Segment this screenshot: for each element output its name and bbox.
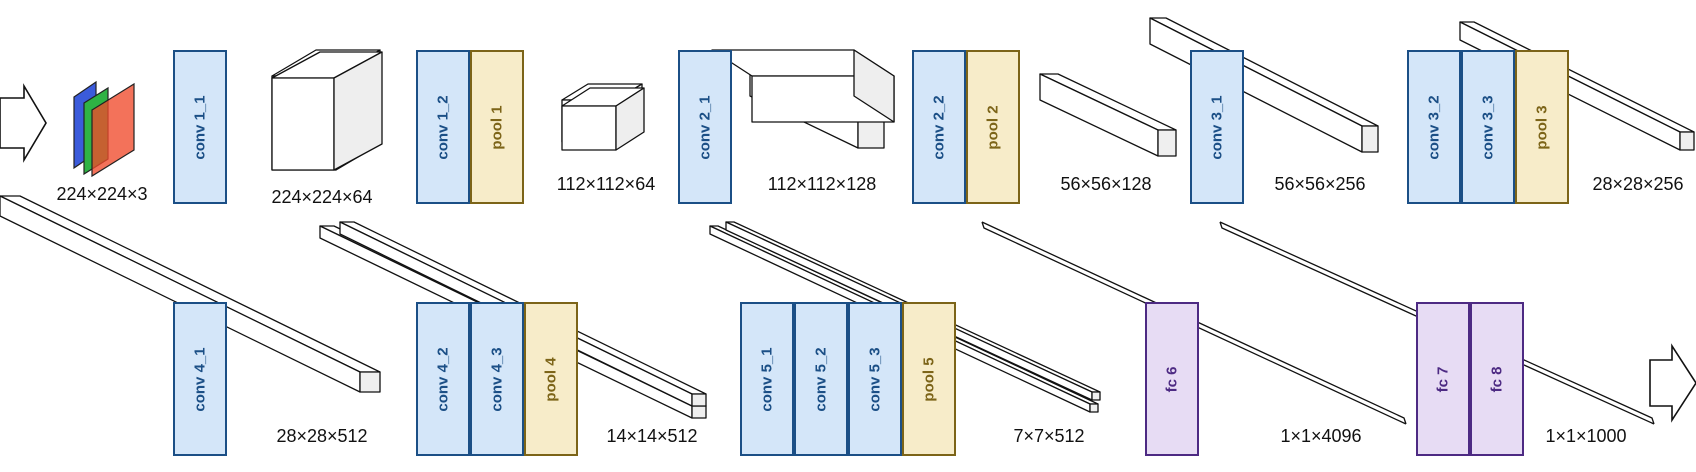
layer-label: fc 6 bbox=[1163, 366, 1181, 392]
feature-map-1x1x4096 bbox=[981, 221, 1407, 425]
feature-map-28x28x512 bbox=[0, 195, 381, 393]
layer-label: pool 2 bbox=[984, 104, 1002, 150]
feature-map-prisms bbox=[0, 17, 1695, 425]
feature-map-112x112x128 bbox=[711, 49, 895, 123]
layer-label: conv 5_2 bbox=[812, 346, 830, 412]
layer-conv-3-3: conv 3_3 bbox=[1461, 50, 1515, 204]
layer-label: pool 1 bbox=[488, 104, 506, 150]
dimension-label: 28×28×512 bbox=[276, 426, 368, 446]
feature-map-56x56x128 bbox=[1039, 73, 1177, 157]
dimension-label: 56×56×256 bbox=[1274, 174, 1366, 194]
layer-conv-3-2: conv 3_2 bbox=[1407, 50, 1461, 204]
layer-label: fc 8 bbox=[1488, 366, 1506, 392]
layer-pool-3: pool 3 bbox=[1515, 50, 1569, 204]
layer-conv-4-3: conv 4_3 bbox=[470, 302, 524, 456]
dimension-label: 56×56×128 bbox=[1060, 174, 1152, 194]
dimension-label: 1×1×1000 bbox=[1545, 426, 1627, 446]
layer-conv-1-1: conv 1_1 bbox=[173, 50, 227, 204]
feature-map-56x56x256 bbox=[1149, 17, 1379, 153]
small-feature-maps bbox=[271, 51, 645, 171]
layer-label: conv 4_1 bbox=[191, 346, 209, 412]
layer-fc-8: fc 8 bbox=[1470, 302, 1524, 456]
dimension-label: 224×224×3 bbox=[56, 184, 148, 204]
dimension-label: 14×14×512 bbox=[606, 426, 698, 446]
layer-label: conv 1_1 bbox=[191, 94, 209, 160]
layer-label: conv 3_2 bbox=[1425, 94, 1443, 160]
dimension-label: 224×224×64 bbox=[271, 187, 373, 207]
layer-label: pool 5 bbox=[920, 356, 938, 402]
layer-label: conv 2_1 bbox=[696, 94, 714, 160]
layer-label: conv 4_2 bbox=[434, 346, 452, 412]
layer-pool-1: pool 1 bbox=[470, 50, 524, 204]
layer-conv-3-1: conv 3_1 bbox=[1190, 50, 1244, 204]
layer-label: conv 3_1 bbox=[1208, 94, 1226, 160]
layer-label: pool 4 bbox=[542, 356, 560, 402]
layer-label: conv 5_3 bbox=[866, 346, 884, 412]
layer-pool-2: pool 2 bbox=[966, 50, 1020, 204]
layer-conv-5-1: conv 5_1 bbox=[740, 302, 794, 456]
layer-conv-5-2: conv 5_2 bbox=[794, 302, 848, 456]
layer-label: pool 3 bbox=[1533, 104, 1551, 150]
layer-conv-1-2: conv 1_2 bbox=[416, 50, 470, 204]
layer-label: conv 5_1 bbox=[758, 346, 776, 412]
layer-label: fc 7 bbox=[1434, 366, 1452, 392]
output-arrow-icon bbox=[1649, 343, 1696, 423]
dimension-label: 1×1×4096 bbox=[1280, 426, 1362, 446]
layer-label: conv 2_2 bbox=[930, 94, 948, 160]
layer-conv-4-1: conv 4_1 bbox=[173, 302, 227, 456]
layer-conv-2-2: conv 2_2 bbox=[912, 50, 966, 204]
layer-conv-2-1: conv 2_1 bbox=[678, 50, 732, 204]
dimension-label: 112×112×128 bbox=[767, 174, 877, 194]
feature-map-112x112x64 bbox=[561, 87, 645, 151]
dimension-label: 112×112×64 bbox=[556, 174, 656, 194]
dimension-label: 7×7×512 bbox=[1013, 426, 1085, 446]
layer-pool-4: pool 4 bbox=[524, 302, 578, 456]
layer-label: conv 3_3 bbox=[1479, 94, 1497, 160]
layer-conv-5-3: conv 5_3 bbox=[848, 302, 902, 456]
rgb-input-image-icon bbox=[73, 80, 135, 178]
feature-map-224x224x64 bbox=[271, 51, 383, 171]
layer-label: conv 4_3 bbox=[488, 346, 506, 412]
dimension-label: 28×28×256 bbox=[1592, 174, 1684, 194]
layer-conv-4-2: conv 4_2 bbox=[416, 302, 470, 456]
layer-fc-7: fc 7 bbox=[1416, 302, 1470, 456]
layer-pool-5: pool 5 bbox=[902, 302, 956, 456]
layer-label: conv 1_2 bbox=[434, 94, 452, 160]
layer-fc-6: fc 6 bbox=[1145, 302, 1199, 456]
input-arrow-icon bbox=[0, 83, 47, 163]
